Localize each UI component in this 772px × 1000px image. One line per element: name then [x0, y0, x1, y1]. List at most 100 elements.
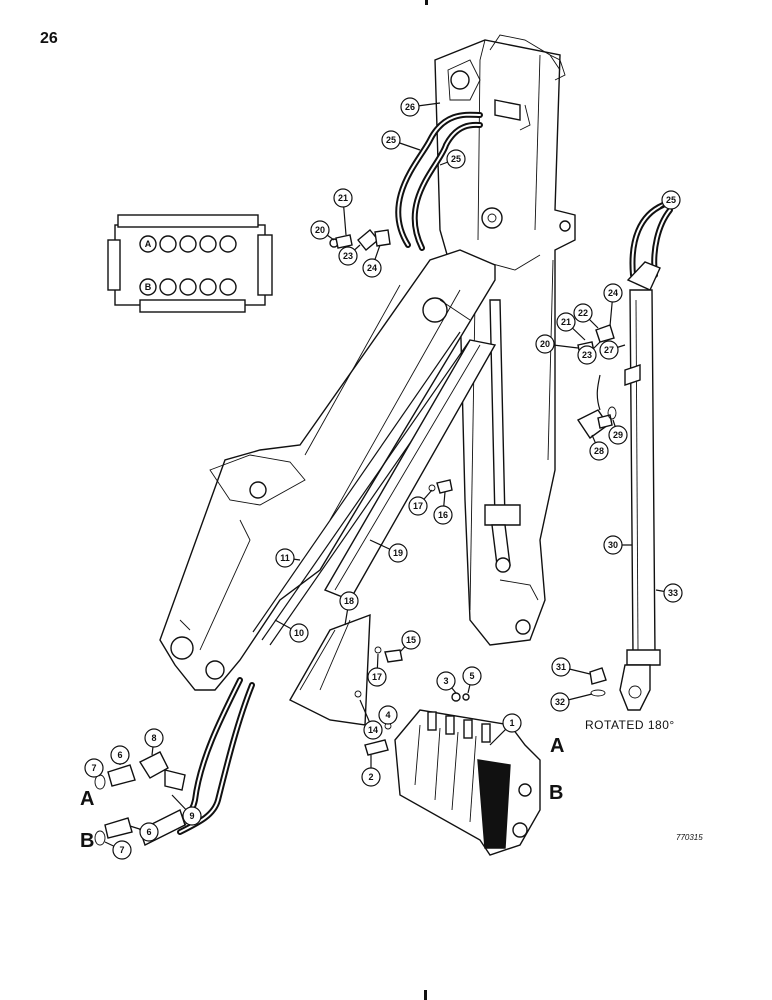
shield-18	[289, 613, 371, 726]
rotated-note: ROTATED 180°	[585, 718, 675, 732]
svg-text:16: 16	[438, 510, 448, 520]
svg-text:1: 1	[509, 718, 514, 728]
callout-16: 16	[433, 491, 453, 525]
callout-6-top: 6	[110, 745, 130, 765]
svg-text:21: 21	[561, 317, 571, 327]
callout-2: 2	[361, 755, 381, 787]
svg-text:15: 15	[406, 635, 416, 645]
callout-18: 18	[339, 591, 359, 626]
boom	[434, 34, 576, 646]
svg-text:6: 6	[146, 827, 151, 837]
svg-text:2: 2	[368, 772, 373, 782]
callout-14: 14	[359, 699, 383, 740]
svg-text:24: 24	[608, 288, 618, 298]
dipper-arm	[159, 249, 496, 691]
port-label-b-fitting: B	[80, 830, 95, 852]
svg-text:3: 3	[443, 676, 448, 686]
svg-text:17: 17	[372, 672, 382, 682]
rotated-cylinder	[596, 261, 661, 711]
svg-text:33: 33	[668, 588, 678, 598]
callout-23-right: 23	[577, 341, 601, 365]
svg-text:32: 32	[555, 697, 565, 707]
callout-27: 27	[599, 340, 626, 360]
svg-text:5: 5	[469, 671, 474, 681]
callout-3: 3	[436, 671, 457, 694]
svg-text:7: 7	[119, 845, 124, 855]
svg-text:18: 18	[344, 596, 354, 606]
callout-26: 26	[400, 97, 441, 117]
callout-6-bottom: 6	[129, 822, 159, 842]
svg-text:10: 10	[294, 628, 304, 638]
svg-text:8: 8	[151, 733, 156, 743]
svg-text:9: 9	[189, 811, 194, 821]
hoses-bottom	[167, 677, 255, 835]
callout-25-b: 25	[439, 149, 466, 169]
inset-port-b: B	[145, 282, 152, 292]
port-label-a-fitting: A	[80, 788, 95, 810]
callout-21-right: 21	[556, 312, 586, 341]
svg-text:21: 21	[338, 193, 348, 203]
svg-text:31: 31	[556, 662, 566, 672]
callout-5: 5	[462, 666, 482, 694]
svg-text:25: 25	[386, 135, 396, 145]
svg-text:25: 25	[451, 154, 461, 164]
svg-text:4: 4	[385, 710, 390, 720]
hoses-top	[395, 111, 483, 251]
callout-15: 15	[399, 630, 421, 653]
port-label-b-main: B	[549, 782, 564, 804]
svg-text:29: 29	[613, 430, 623, 440]
callout-21-left: 21	[333, 188, 353, 236]
callout-23-left: 23	[338, 244, 361, 266]
callout-1: 1	[489, 713, 522, 746]
svg-text:14: 14	[368, 725, 378, 735]
svg-text:30: 30	[608, 540, 618, 550]
svg-text:26: 26	[405, 102, 415, 112]
control-valve	[394, 709, 541, 856]
svg-text:27: 27	[604, 345, 614, 355]
callout-32: 32	[550, 692, 593, 712]
svg-text:24: 24	[367, 263, 377, 273]
svg-text:6: 6	[117, 750, 122, 760]
callout-8: 8	[144, 728, 164, 756]
svg-text:20: 20	[315, 225, 325, 235]
svg-text:28: 28	[594, 446, 604, 456]
callout-7-top: 7	[84, 758, 104, 778]
svg-text:11: 11	[280, 553, 290, 563]
svg-text:20: 20	[540, 339, 550, 349]
svg-text:7: 7	[91, 763, 96, 773]
callout-33: 33	[655, 583, 683, 603]
callout-20-right: 20	[535, 334, 579, 354]
page-number: 26	[40, 30, 58, 47]
callout-11: 11	[275, 548, 301, 568]
svg-text:23: 23	[582, 350, 592, 360]
callout-19: 19	[369, 539, 408, 563]
callout-29: 29	[608, 419, 628, 445]
inset-valve: A B	[107, 214, 273, 313]
fitting-28	[576, 406, 617, 439]
port-label-a-main: A	[550, 735, 565, 757]
callout-7-bottom: 7	[104, 840, 132, 860]
callout-25-c: 25	[659, 190, 681, 210]
callout-30: 30	[603, 535, 632, 555]
boom-cylinder	[484, 299, 521, 573]
callout-28: 28	[589, 434, 609, 461]
callout-24-left: 24	[362, 244, 382, 278]
callout-22: 22	[573, 303, 599, 329]
callout-31: 31	[551, 657, 591, 677]
callout-4: 4	[378, 705, 398, 725]
callout-20-left: 20	[310, 220, 335, 241]
callout-24-right: 24	[603, 283, 623, 327]
callout-25-a: 25	[381, 130, 421, 151]
svg-text:25: 25	[666, 195, 676, 205]
catalog-code: 770315	[676, 833, 703, 842]
callout-17-upper: 17	[408, 489, 433, 516]
arm-tubes	[252, 331, 497, 646]
svg-text:17: 17	[413, 501, 423, 511]
top-registration-mark	[425, 0, 428, 5]
callout-17-lower: 17	[367, 653, 387, 687]
svg-text:22: 22	[578, 308, 588, 318]
svg-text:19: 19	[393, 548, 403, 558]
bottom-registration-mark	[424, 990, 427, 1000]
inset-port-a: A	[145, 239, 152, 249]
